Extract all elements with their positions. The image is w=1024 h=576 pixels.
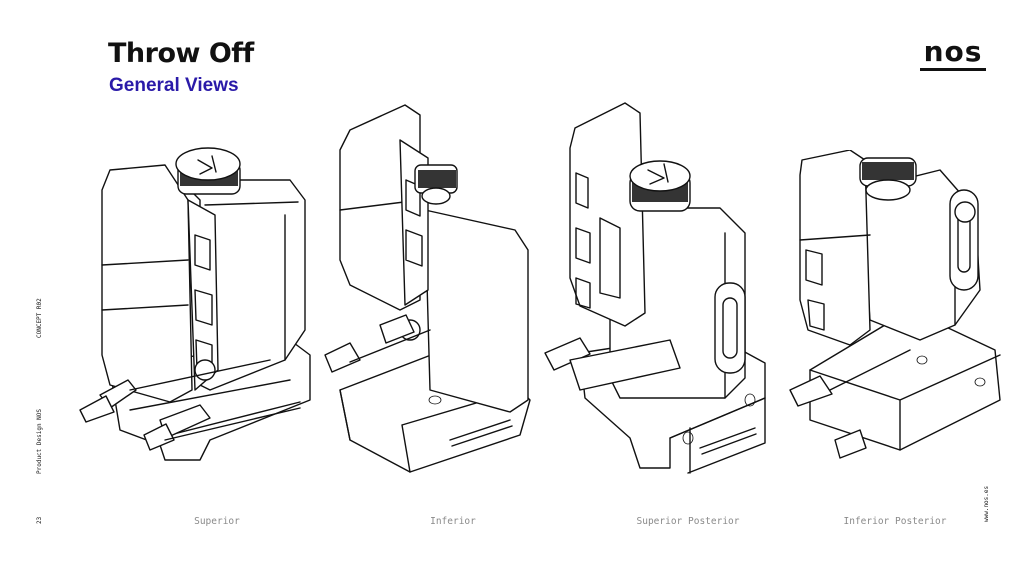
view-superior-drawing [79, 147, 311, 461]
logo-text: nos [923, 35, 983, 68]
page-subtitle: General Views [109, 75, 239, 96]
page-title: Throw Off [108, 38, 254, 69]
caption-inferior: Inferior [430, 516, 476, 527]
product-design-label: Product Design NOS [36, 408, 43, 474]
caption-inferior-posterior: Inferior Posterior [843, 516, 947, 527]
website-url: www.nos.es [983, 485, 990, 522]
logo-underline [920, 68, 986, 71]
view-inferior-posterior-drawing [789, 150, 1001, 459]
caption-superior: Superior [194, 516, 240, 527]
concept-label: CONCEPT R02 [36, 298, 43, 338]
page-number: 23 [36, 516, 43, 524]
nos-logo: nos [920, 38, 986, 74]
caption-superior-posterior: Superior Posterior [636, 516, 740, 527]
view-inferior-drawing [324, 104, 531, 473]
view-superior-posterior-drawing [544, 102, 766, 474]
